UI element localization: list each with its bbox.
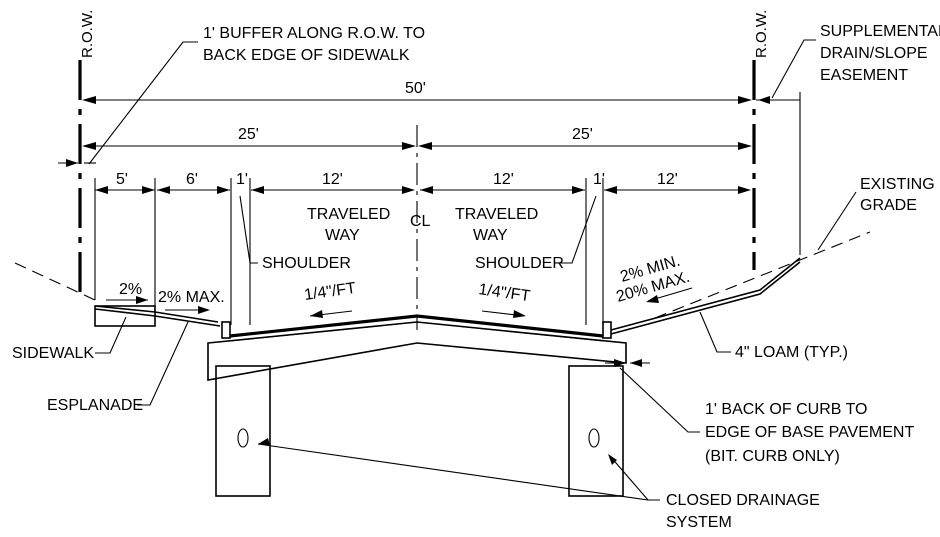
existing-grade-2: GRADE xyxy=(860,197,917,214)
drain-pipe-left xyxy=(237,428,249,448)
sidewalk-label: SIDEWALK xyxy=(12,345,94,362)
arrow xyxy=(251,186,264,194)
arrow xyxy=(136,296,148,304)
arrow xyxy=(513,310,526,318)
slope-2pct-max: 2% MAX. xyxy=(158,289,225,306)
dim-50: 50' xyxy=(405,80,426,97)
sidewalk-slab xyxy=(94,305,156,327)
traveled-way-left-2: WAY xyxy=(325,227,360,244)
dim-25-right: 25' xyxy=(572,126,593,143)
arrow xyxy=(157,186,170,194)
arrow xyxy=(572,186,585,194)
arrow xyxy=(198,306,210,314)
curb-note-3: (BIT. CURB ONLY) xyxy=(705,448,840,465)
traveled-way-right-1: TRAVELED xyxy=(455,206,538,223)
traveled-way-left-1: TRAVELED xyxy=(307,206,390,223)
dim-5: 5' xyxy=(116,171,128,188)
arrow xyxy=(614,359,626,367)
slope-quarter-right: 1/4"/FT xyxy=(477,281,531,305)
esplanade-label: ESPLANADE xyxy=(47,397,143,414)
shoulder-left-leader xyxy=(239,195,258,264)
arrow xyxy=(738,96,752,104)
arrow xyxy=(217,186,230,194)
row-label-left: R.O.W. xyxy=(79,10,96,58)
shoulder-right-leader xyxy=(560,195,597,264)
supplemental-line2: DRAIN/SLOPE xyxy=(820,45,928,62)
drainage-structure-left xyxy=(215,365,271,497)
arrow xyxy=(738,142,752,150)
pavement-surface xyxy=(229,314,604,338)
dim-25-left: 25' xyxy=(238,126,259,143)
loam-label: 4" LOAM (TYP.) xyxy=(735,344,848,361)
arrow xyxy=(66,159,78,167)
esplanade-leader xyxy=(137,321,189,406)
existing-grade-line-right xyxy=(654,231,871,319)
buffer-note-line1: 1' BUFFER ALONG R.O.W. TO xyxy=(203,25,425,42)
supplemental-line1: SUPPLEMENTAL xyxy=(820,23,940,40)
sidewalk-leader xyxy=(95,316,127,354)
curb-right xyxy=(602,321,612,339)
arrow xyxy=(402,142,416,150)
slope-2pct: 2% xyxy=(119,281,142,298)
slope-quarter-left: 1/4"/FT xyxy=(303,280,357,304)
dim-12-left: 12' xyxy=(322,171,343,188)
centerline-label: CL xyxy=(410,213,431,230)
arrow xyxy=(310,310,323,318)
arrow xyxy=(420,186,433,194)
row-label-right: R.O.W. xyxy=(753,10,770,58)
traveled-way-right-2: WAY xyxy=(473,227,508,244)
drain-pipe-right xyxy=(588,428,600,448)
shoulder-left-label: SHOULDER xyxy=(262,255,351,272)
arrow xyxy=(608,454,617,465)
existing-grade-line-left xyxy=(14,262,96,301)
curb-note-2: EDGE OF BASE PAVEMENT xyxy=(705,424,914,441)
drainage-label-1: CLOSED DRAINAGE xyxy=(666,492,820,509)
side-slope-loam xyxy=(610,261,801,335)
arrow xyxy=(402,186,415,194)
drainage-structure-right xyxy=(568,365,624,497)
arrow xyxy=(82,96,96,104)
curb-left xyxy=(221,321,231,339)
curb-note-1: 1' BACK OF CURB TO xyxy=(705,401,868,418)
dim-1-right: 1' xyxy=(593,171,605,188)
arrow xyxy=(630,359,642,367)
dim-1-left: 1' xyxy=(236,171,248,188)
arrow xyxy=(258,438,270,446)
shoulder-right-label: SHOULDER xyxy=(475,255,564,272)
arrow xyxy=(418,142,432,150)
arrow xyxy=(604,186,617,194)
existing-grade-1: EXISTING xyxy=(860,176,935,193)
arrow xyxy=(646,295,659,303)
loam-leader xyxy=(699,311,731,353)
arrow xyxy=(758,96,770,104)
drainage-label-2: SYSTEM xyxy=(666,514,732,531)
buffer-note-line2: BACK EDGE OF SIDEWALK xyxy=(203,47,410,64)
arrow xyxy=(142,186,155,194)
supplemental-line3: EASEMENT xyxy=(820,67,908,84)
dim-6: 6' xyxy=(186,171,198,188)
side-slope xyxy=(610,257,801,331)
buffer-leader xyxy=(88,41,198,165)
dim-12-slope: 12' xyxy=(657,171,678,188)
arrow xyxy=(82,142,96,150)
curb-note-leader xyxy=(619,367,700,433)
arrow xyxy=(95,186,108,194)
arrow xyxy=(738,186,751,194)
supplemental-leader xyxy=(771,39,816,99)
drainage-leader-right xyxy=(609,455,649,501)
existing-grade-leader xyxy=(817,191,857,251)
dim-12-right: 12' xyxy=(493,171,514,188)
drainage-leader-left xyxy=(257,443,660,501)
